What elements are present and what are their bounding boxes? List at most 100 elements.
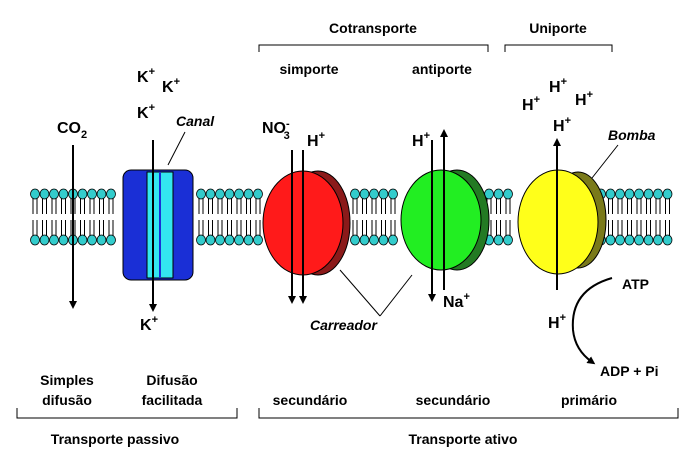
- lipid-head: [215, 234, 225, 246]
- k-ion-1: K+: [137, 66, 155, 86]
- lipid-head: [605, 234, 616, 246]
- lipid-head: [96, 188, 107, 200]
- carreador-pointer-left: [339, 269, 381, 317]
- lipid-head: [388, 188, 398, 200]
- lipid-head: [643, 234, 654, 246]
- carreador-label: Carreador: [310, 317, 378, 333]
- canal-label: Canal: [176, 113, 215, 129]
- lipid-head: [196, 234, 206, 246]
- lipid-head: [615, 188, 625, 200]
- uniporte-bracket: [504, 44, 613, 52]
- carreador-pointer-right: [379, 274, 413, 317]
- lipid-head: [30, 188, 40, 200]
- lipid-head: [350, 234, 360, 246]
- lipid-head: [653, 188, 663, 200]
- lipid-head: [106, 188, 116, 200]
- pump-protein: [517, 169, 607, 275]
- lipid-head: [378, 234, 389, 246]
- primario-label: primário: [561, 392, 617, 408]
- lipid-head: [234, 188, 244, 200]
- lipid-head: [39, 188, 50, 200]
- lipid-head: [49, 188, 59, 200]
- lipid-head: [615, 234, 625, 246]
- lipid-head: [224, 234, 235, 246]
- co2-label: CO2: [57, 120, 87, 141]
- cotransporte-label: Cotransporte: [329, 20, 417, 36]
- uniporte-label: Uniporte: [529, 20, 587, 36]
- lipid-head: [205, 188, 216, 200]
- lipid-head: [106, 234, 116, 246]
- no3-label: NO-3: [262, 118, 290, 142]
- lipid-head: [58, 188, 69, 200]
- k-ion-2: K+: [162, 76, 180, 96]
- lipid-head: [243, 188, 254, 200]
- symport-carrier: [262, 170, 351, 276]
- k-ion-3: K+: [137, 102, 155, 122]
- antiporte-label: antiporte: [412, 61, 472, 77]
- lipid-head: [662, 188, 673, 200]
- lipid-head: [653, 234, 663, 246]
- lipid-head: [205, 234, 216, 246]
- lipid-head: [87, 188, 97, 200]
- lipid-head: [30, 234, 40, 246]
- lipid-head: [224, 188, 235, 200]
- lipid-head: [493, 234, 504, 246]
- channel-protein: [122, 169, 194, 281]
- lipid-head: [503, 188, 513, 200]
- lipid-head: [58, 234, 69, 246]
- canal-pointer: [167, 131, 186, 166]
- passivo-bracket: [16, 408, 238, 419]
- lipid-head: [39, 234, 50, 246]
- lipid-head: [378, 188, 389, 200]
- adp-pi-label: ADP + Pi: [600, 363, 659, 379]
- lipid-head: [605, 188, 616, 200]
- difusao-facilitada-line2: facilitada: [142, 392, 203, 408]
- secundario-label-2: secundário: [416, 392, 491, 408]
- h-pump-inside: H+: [548, 312, 566, 332]
- lipid-head: [643, 188, 654, 200]
- simporte-label: simporte: [279, 61, 338, 77]
- k-ion-inside: K+: [140, 314, 158, 334]
- lipid-head: [624, 188, 635, 200]
- ativo-bracket: [258, 408, 679, 419]
- atp-label: ATP: [622, 276, 649, 292]
- brackets: [16, 44, 679, 419]
- h-pump-ion-3: H+: [575, 89, 593, 109]
- transport-arrows: [69, 129, 613, 365]
- lipid-head: [493, 188, 504, 200]
- lipid-head: [634, 188, 644, 200]
- lipid-head: [96, 234, 107, 246]
- lipid-bilayer: [30, 188, 673, 246]
- h-antiport-label: H+: [412, 130, 430, 150]
- lipid-head: [388, 234, 398, 246]
- lipid-head: [87, 234, 97, 246]
- difusao-facilitada-line1: Difusão: [146, 372, 197, 388]
- lipid-head: [196, 188, 206, 200]
- antiport-carrier-front: [400, 169, 482, 271]
- lipid-head: [662, 234, 673, 246]
- h-pump-ion-1: H+: [549, 76, 567, 96]
- lipid-head: [253, 234, 263, 246]
- atp-hydrolysis-arrow: [571, 277, 613, 365]
- lipid-head: [77, 188, 88, 200]
- h-symport-label: H+: [307, 130, 325, 150]
- bomba-label: Bomba: [608, 127, 656, 143]
- na-label: Na+: [443, 291, 470, 311]
- secundario-label-1: secundário: [273, 392, 348, 408]
- lipid-head: [624, 234, 635, 246]
- lipid-head: [215, 188, 225, 200]
- lipid-head: [503, 234, 513, 246]
- lipid-head: [350, 188, 360, 200]
- lipid-head: [253, 188, 263, 200]
- lipid-head: [359, 188, 370, 200]
- h-pump-ion-2: H+: [522, 94, 540, 114]
- transporte-ativo-label: Transporte ativo: [409, 431, 518, 447]
- simples-difusao-line2: difusão: [42, 392, 92, 408]
- lipid-head: [634, 234, 644, 246]
- lipid-head: [369, 188, 379, 200]
- lipid-head: [77, 234, 88, 246]
- h-pump-ion-4: H+: [553, 115, 571, 135]
- lipid-head: [369, 234, 379, 246]
- lipid-head: [49, 234, 59, 246]
